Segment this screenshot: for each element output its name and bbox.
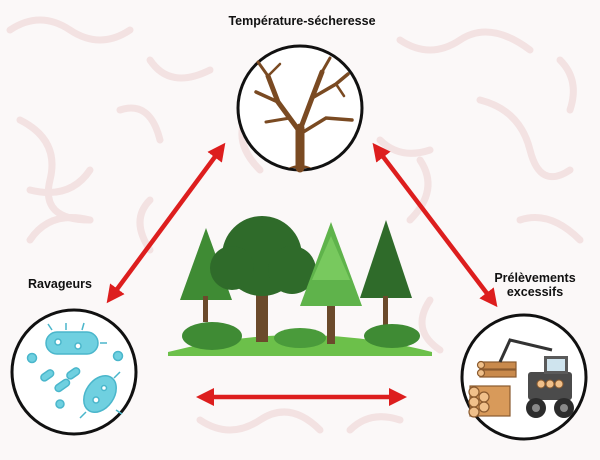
label-temperature-secheresse: Température-sécheresse <box>228 14 376 28</box>
label-prelevements-line2: excessifs <box>506 285 564 299</box>
label-prelevements-excessifs: Prélèvements excessifs <box>494 271 576 299</box>
forest-icon <box>168 216 432 356</box>
label-prelevements-line1: Prélèvements <box>494 271 576 285</box>
dead-tree-icon <box>236 44 364 173</box>
label-ravageurs: Ravageurs <box>28 277 92 291</box>
pathogen-microbes-icon <box>10 308 138 436</box>
log-harvester-icon <box>460 313 588 441</box>
arrow-top-right <box>372 142 498 308</box>
arrow-top-left <box>106 142 226 304</box>
